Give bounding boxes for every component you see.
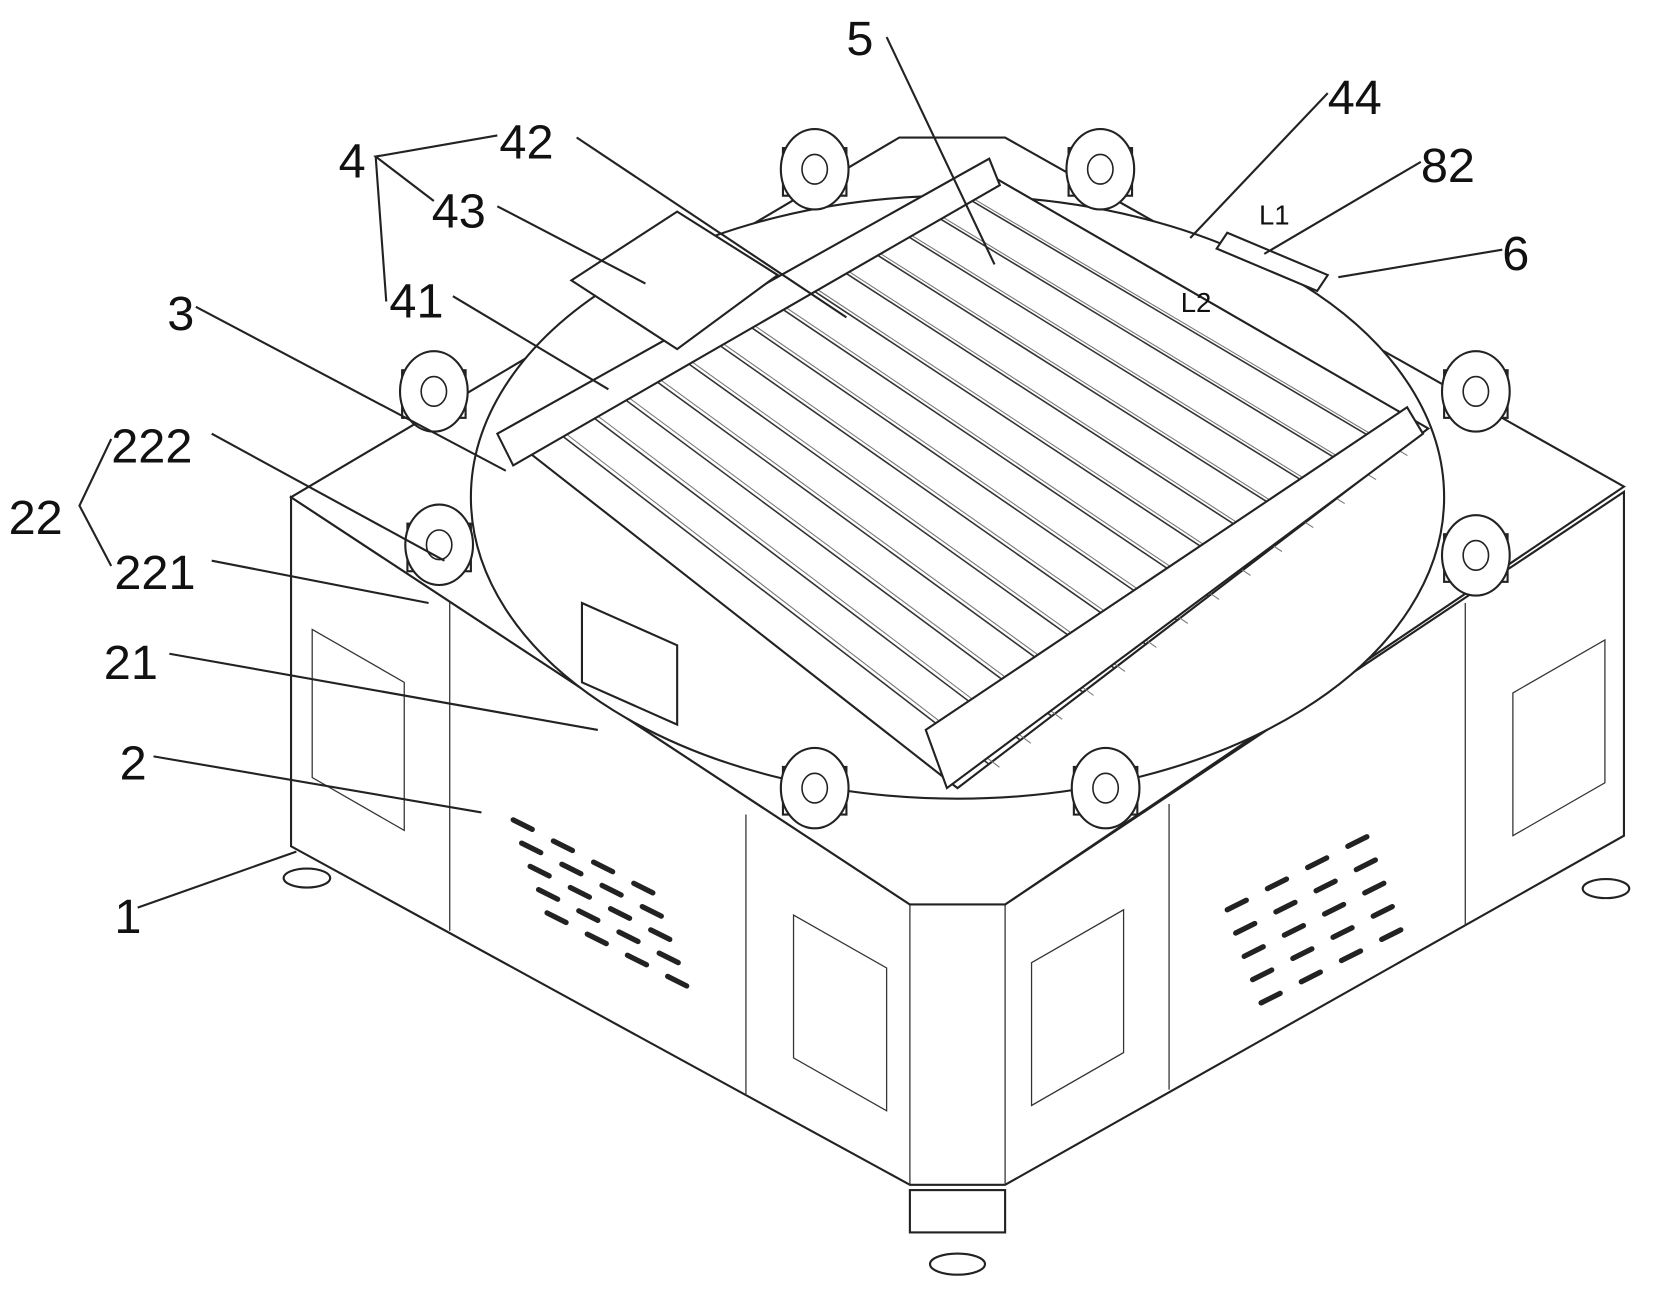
wheel-hub xyxy=(1463,541,1488,571)
label-43: 43 xyxy=(432,184,486,238)
label-3: 3 xyxy=(167,287,194,341)
label-42: 42 xyxy=(499,116,553,170)
label-222: 222 xyxy=(111,419,192,473)
label-L1: L1 xyxy=(1259,199,1290,230)
wheel-hub xyxy=(421,377,446,407)
wheel-hub xyxy=(802,154,827,184)
label-22: 22 xyxy=(9,491,63,545)
label-6: 6 xyxy=(1502,227,1529,281)
wheel-hub xyxy=(426,530,451,560)
wheel-hub xyxy=(1088,154,1113,184)
label-4: 4 xyxy=(339,135,366,189)
label-44: 44 xyxy=(1328,71,1382,125)
label-L2: L2 xyxy=(1181,287,1212,318)
wheel-hub xyxy=(1093,773,1118,803)
label-21: 21 xyxy=(104,636,158,690)
wheel-hub xyxy=(1463,377,1488,407)
label-41: 41 xyxy=(389,274,443,328)
label-221: 221 xyxy=(114,546,195,600)
label-5: 5 xyxy=(846,12,873,66)
label-1: 1 xyxy=(114,890,141,944)
label-82: 82 xyxy=(1421,139,1475,193)
wheel-hub xyxy=(802,773,827,803)
label-2: 2 xyxy=(120,737,147,791)
